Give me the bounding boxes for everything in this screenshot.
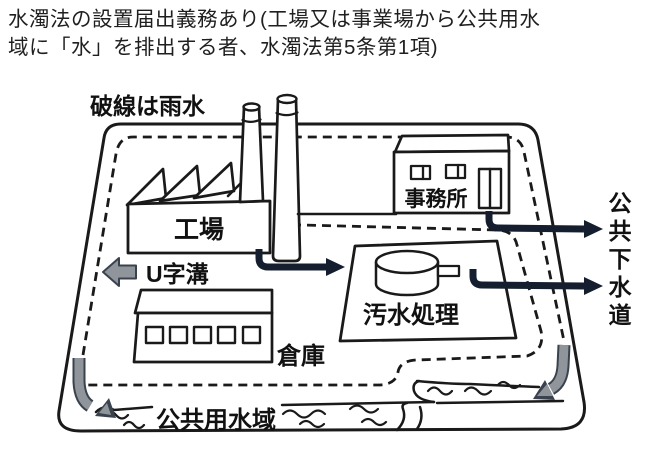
tank-handle (436, 264, 461, 278)
factory-building (125, 161, 272, 255)
factory-to-treatment-arrow (255, 249, 345, 276)
legend-dashed-label: 破線は雨水 (90, 93, 206, 119)
u-ditch-arrow (102, 257, 137, 287)
factory-label: 工場 (174, 216, 224, 244)
warehouse-window (192, 325, 213, 345)
public-sewer-label: 公共下水道 (605, 191, 631, 331)
treatment-to-sewer-arrow (469, 269, 603, 295)
rainwater-perimeter-dashed-line (81, 135, 566, 356)
caption-line2: 域に「水」を排出する者、水濁法第5条第1項) (8, 36, 439, 59)
factory-chimneys (238, 93, 302, 263)
warehouse-window (168, 325, 189, 345)
warehouse-window (216, 325, 237, 345)
office-window (444, 163, 467, 180)
treatment-tank (374, 249, 440, 275)
office-label: 事務所 (405, 187, 468, 211)
sewage-treatment-label: 汚水処理 (363, 302, 459, 329)
warehouse-label: 倉庫 (276, 342, 325, 370)
rainwater-outflow-arrow-right (533, 344, 571, 400)
u-ditch-label: U字溝 (146, 261, 209, 287)
warehouse-building (132, 288, 274, 364)
office-to-sewer-arrow (485, 211, 603, 238)
rainwater-outflow-arrow-left (72, 358, 116, 418)
warehouse-window (144, 325, 165, 345)
caption-text: 水濁法の設置届出義務あり(工場又は事業場から公共用水 域に「水」を排出する者、水… (8, 6, 648, 62)
sewage-treatment-plant (338, 239, 518, 343)
site-boundary (57, 122, 587, 433)
caption-line1: 水濁法の設置届出義務あり(工場又は事業場から公共用水 (8, 8, 541, 31)
office-building (392, 133, 511, 215)
warehouse-window (241, 325, 262, 345)
office-window (409, 164, 432, 181)
public-water-area-label: 公共用水域 (156, 407, 276, 434)
rainwater-inner-dashed-line (86, 222, 544, 387)
